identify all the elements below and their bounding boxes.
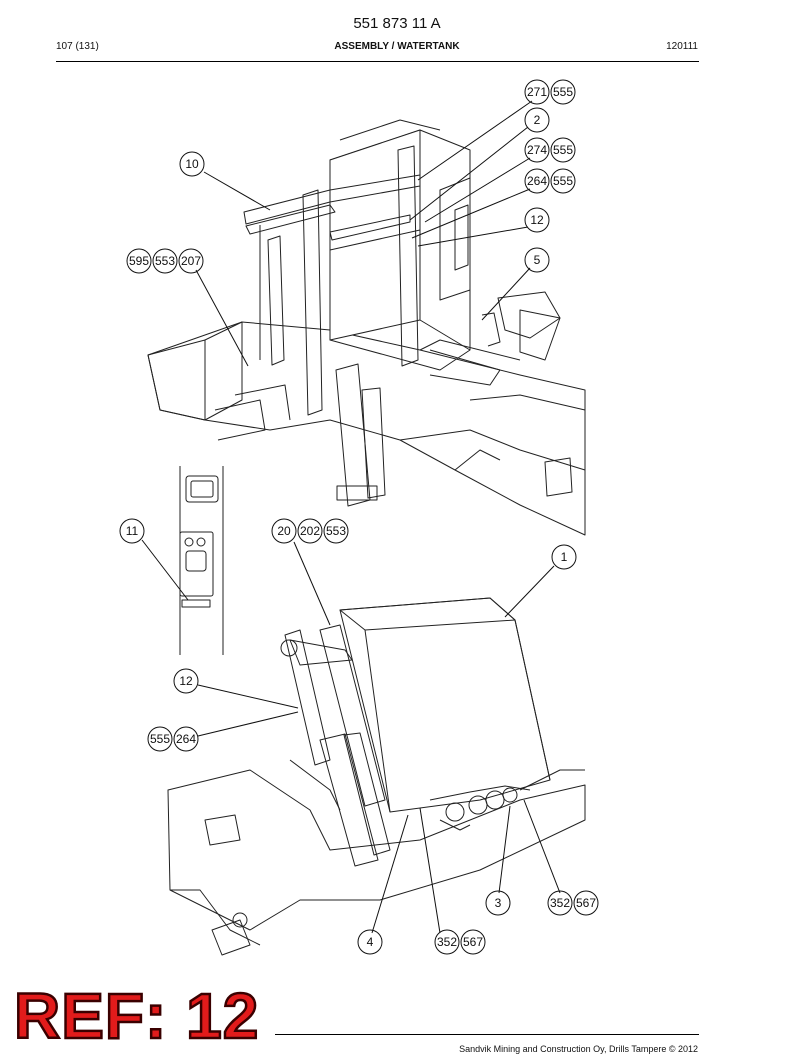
callout-264-555: 264 555 <box>524 168 576 194</box>
callout-274-555: 274 555 <box>524 137 576 163</box>
callout-label: 352 <box>550 896 570 910</box>
callout-11: 11 <box>119 518 145 544</box>
callout-352-567-right: 352 567 <box>547 890 599 916</box>
callout-label: 555 <box>553 174 573 188</box>
callout-label: 20 <box>277 524 291 538</box>
callout-label: 10 <box>185 157 199 171</box>
callout-555-264: 555 264 <box>147 726 199 752</box>
callout-595-553-207: 595 553 207 <box>126 248 204 274</box>
callout-label: 11 <box>126 524 139 538</box>
callout-4: 4 <box>357 929 383 955</box>
callout-label: 352 <box>437 935 457 949</box>
callout-label: 264 <box>527 174 547 188</box>
callout-12-top: 12 <box>524 207 550 233</box>
page-number: 107 (131) <box>56 41 99 52</box>
callout-label: 553 <box>326 524 346 538</box>
detail-inset-plate <box>179 466 224 655</box>
callout-1: 1 <box>551 544 577 570</box>
callout-bubbles: 271 555 2 274 555 264 555 12 10 595 55 <box>119 79 599 955</box>
callout-12-low: 12 <box>173 668 199 694</box>
callout-label: 555 <box>553 85 573 99</box>
callout-10: 10 <box>179 151 205 177</box>
callout-label: 3 <box>495 896 502 910</box>
callout-label: 553 <box>155 254 175 268</box>
document-number: 551 873 11 A <box>353 15 441 32</box>
upper-assembly-view <box>147 119 586 536</box>
callout-5: 5 <box>524 247 550 273</box>
callout-label: 567 <box>576 896 596 910</box>
ref-stamp: REF: 12 <box>13 980 260 1052</box>
callout-271-555: 271 555 <box>524 79 576 105</box>
leader-lines <box>141 100 561 934</box>
section-title: ASSEMBLY / WATERTANK <box>334 41 460 52</box>
callout-label: 567 <box>463 935 483 949</box>
footer-copyright: Sandvik Mining and Construction Oy, Dril… <box>459 1044 698 1054</box>
callout-label: 5 <box>534 253 541 267</box>
callout-3: 3 <box>485 890 511 916</box>
callout-2: 2 <box>524 107 550 133</box>
header-rule <box>56 61 699 62</box>
callout-label: 2 <box>534 113 541 127</box>
callout-label: 1 <box>561 550 568 564</box>
footer-rule <box>275 1034 699 1035</box>
lower-assembly-view <box>167 597 586 956</box>
callout-label: 12 <box>179 674 193 688</box>
callout-352-567-low: 352 567 <box>434 929 486 955</box>
callout-label: 202 <box>300 524 320 538</box>
callout-label: 4 <box>367 935 374 949</box>
callout-label: 274 <box>527 143 547 157</box>
callout-label: 555 <box>553 143 573 157</box>
callout-label: 595 <box>129 254 149 268</box>
callout-label: 207 <box>181 254 201 268</box>
callout-label: 271 <box>527 85 547 99</box>
callout-label: 12 <box>530 213 544 227</box>
date-code: 120111 <box>666 41 698 52</box>
callout-label: 264 <box>176 732 196 746</box>
callout-label: 555 <box>150 732 170 746</box>
callout-20-202-553: 20 202 553 <box>271 518 349 544</box>
